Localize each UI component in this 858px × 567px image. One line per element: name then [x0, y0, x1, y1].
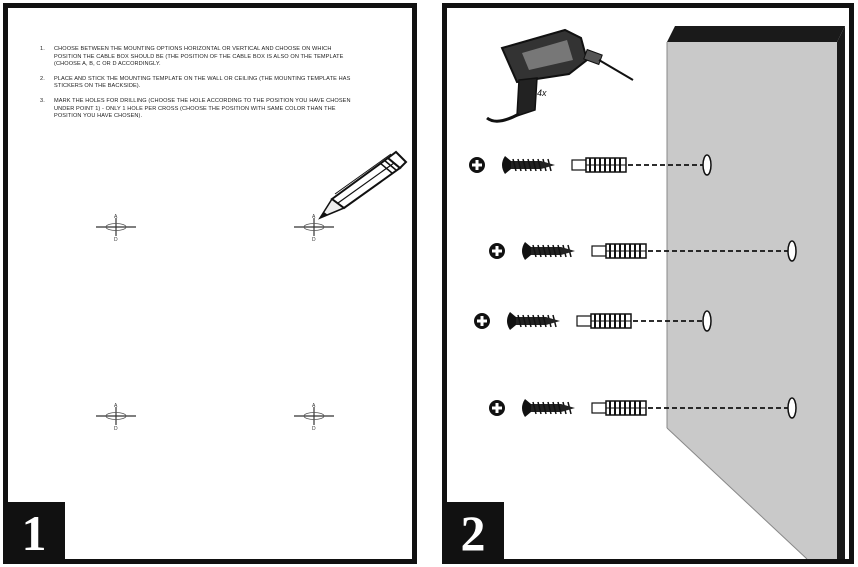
- pencil-icon: [318, 150, 408, 220]
- screw-icon: [502, 156, 555, 174]
- screw-icon: [522, 399, 575, 417]
- panel-step-1: 1. Choose between the mounting options h…: [3, 3, 417, 564]
- cross-mark-letter: A: [114, 214, 118, 220]
- drill-hole-icon: [787, 397, 797, 419]
- instruction-list: 1. Choose between the mounting options h…: [40, 46, 352, 128]
- cross-mark-letter: A: [312, 214, 316, 220]
- instruction-item: 1. Choose between the mounting options h…: [40, 46, 352, 69]
- installation-drawing: 4x: [469, 26, 845, 559]
- plus-icon: [469, 157, 485, 173]
- plus-icon: [489, 243, 505, 259]
- cross-mark-icon: A D: [294, 214, 334, 243]
- instruction-text: Place and stick the mounting template on…: [54, 75, 351, 90]
- instruction-item: 3. Mark the holes for drilling (choose t…: [40, 98, 352, 121]
- screw-row: [489, 240, 797, 262]
- plus-icon: [474, 313, 490, 329]
- cross-mark-letter: D: [114, 426, 118, 432]
- cross-mark-letter: D: [312, 237, 316, 243]
- template-drawing: A D A D A D A D: [96, 150, 408, 432]
- panel-step-2: 4x 2: [442, 3, 854, 564]
- wall-plug-icon: [576, 313, 632, 329]
- instruction-number: 1.: [40, 46, 45, 52]
- screw-icon: [522, 242, 575, 260]
- wall-illustration: [666, 26, 845, 559]
- instruction-number: 3.: [40, 97, 45, 104]
- screw-row: [489, 397, 797, 419]
- screw-icon: [507, 312, 560, 330]
- wall-plug-icon: [571, 157, 627, 173]
- cross-mark-letter: A: [312, 403, 316, 409]
- wall-plug-icon: [591, 400, 647, 416]
- cross-mark-letter: D: [312, 426, 316, 432]
- drill-hole-icon: [787, 240, 797, 262]
- drill-hole-icon: [702, 310, 712, 332]
- drill-quantity-label: 4x: [537, 88, 547, 98]
- instruction-item: 2. Place and stick the mounting template…: [40, 76, 352, 91]
- cross-mark-icon: A D: [294, 403, 334, 432]
- cross-mark-icon: A D: [96, 403, 136, 432]
- wall-plug-icon: [591, 243, 647, 259]
- cross-mark-icon: A D: [96, 214, 136, 243]
- instruction-text: Mark the holes for drilling (choose the …: [54, 97, 351, 120]
- instruction-number: 2.: [40, 75, 45, 82]
- step-number-badge: 2: [442, 502, 504, 564]
- screw-row: [469, 154, 712, 176]
- cross-mark-letter: A: [114, 403, 118, 409]
- drill-hole-icon: [702, 154, 712, 176]
- instruction-text: Choose between the mounting options hori…: [54, 46, 344, 68]
- plus-icon: [489, 400, 505, 416]
- step-number-badge: 1: [3, 502, 65, 564]
- screw-row: [474, 310, 712, 332]
- cross-mark-letter: D: [114, 237, 118, 243]
- drill-icon: 4x: [486, 28, 634, 123]
